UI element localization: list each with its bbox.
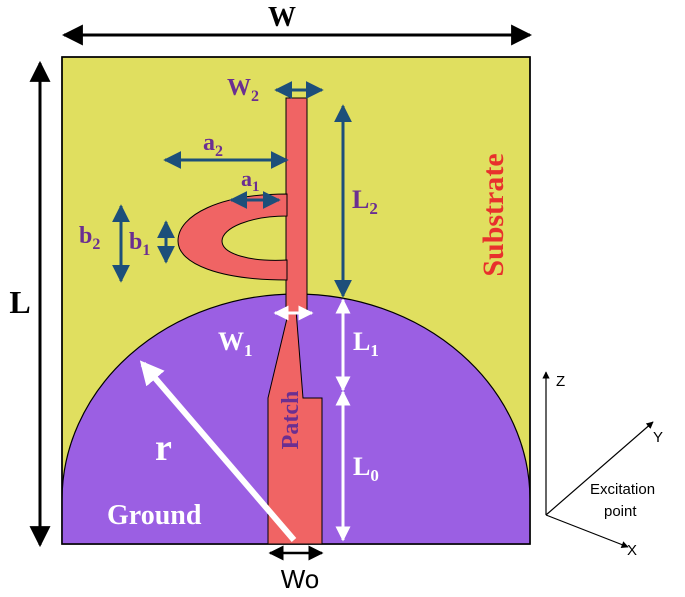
l-label: L [9, 284, 30, 320]
radius-arrow [139, 360, 297, 542]
l0-label: L0 [353, 452, 379, 485]
y-axis [545, 421, 654, 516]
z-axis-label: Z [556, 373, 565, 390]
w2-label: W2 [227, 75, 259, 105]
l1-label: L1 [353, 327, 379, 360]
excitation-label-line1: Excitation [590, 481, 655, 498]
patch-radiator [177, 97, 323, 545]
b1-label: b1 [129, 229, 150, 259]
w-label: W [268, 2, 296, 33]
x-axis [545, 514, 629, 548]
ground-label: Ground [107, 500, 202, 531]
r-label: r [155, 427, 172, 469]
w1-label: W1 [218, 327, 253, 360]
a2-label: a2 [203, 130, 223, 160]
substrate-label: Substrate [477, 153, 510, 276]
l2-label: L2 [352, 185, 378, 218]
a1-label: a1 [241, 166, 260, 195]
patch-label: Patch [278, 391, 304, 450]
x-axis-label: X [627, 542, 637, 559]
b2-label: b2 [79, 223, 100, 253]
coordinate-axes [542, 371, 654, 548]
y-axis-label: Y [653, 429, 663, 446]
excitation-label-line2: point [604, 503, 637, 520]
wo-label: Wo [281, 564, 320, 594]
